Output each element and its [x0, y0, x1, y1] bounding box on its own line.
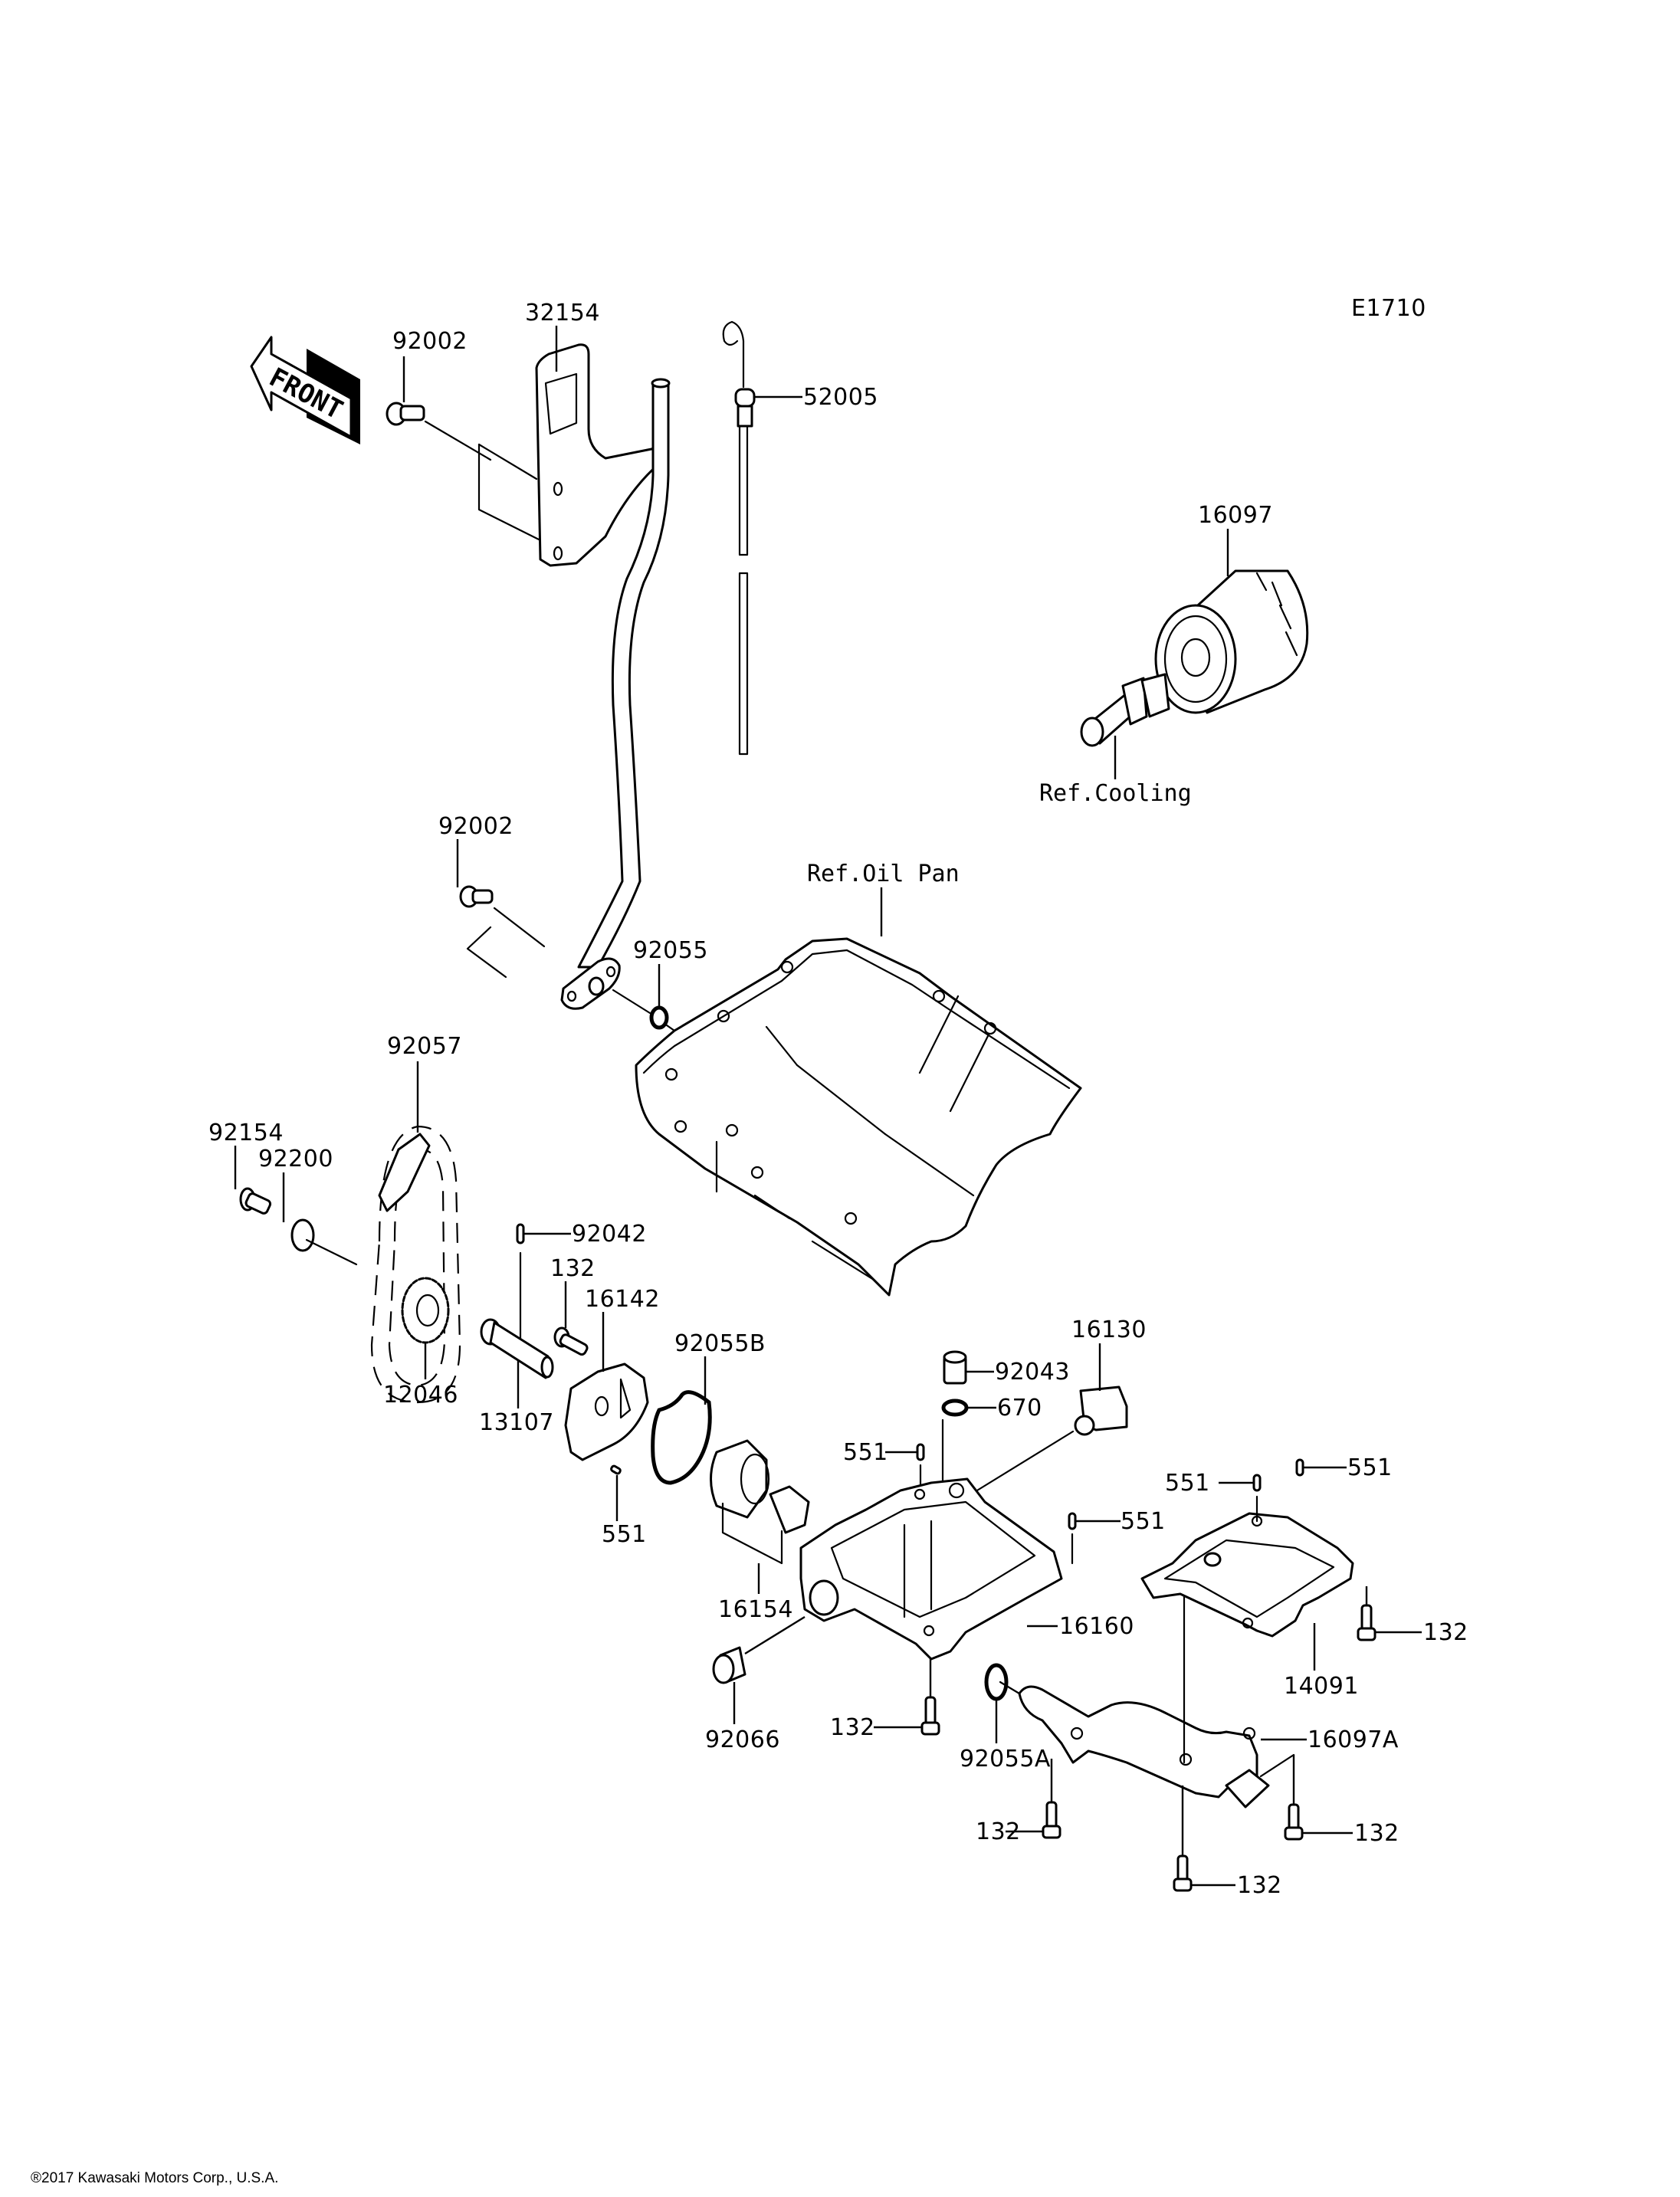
- label-132-pump[interactable]: 132: [550, 1255, 596, 1282]
- dowel-551-cover[interactable]: [610, 1464, 622, 1475]
- bolt-132-strainer-right[interactable]: [1284, 1803, 1304, 1841]
- label-13107[interactable]: 13107: [479, 1409, 554, 1436]
- bolt-92154[interactable]: [239, 1187, 272, 1215]
- label-92002-upper[interactable]: 92002: [392, 328, 468, 355]
- assembly-line: [305, 1238, 358, 1266]
- chain-92057[interactable]: [370, 1125, 461, 1404]
- label-52005[interactable]: 52005: [803, 384, 878, 411]
- bolt-132-body[interactable]: [920, 1696, 940, 1736]
- pipe-flange: [560, 957, 621, 1010]
- assembly-line: [972, 1430, 1075, 1494]
- label-16160[interactable]: 16160: [1059, 1613, 1134, 1640]
- label-551-cover[interactable]: 551: [602, 1521, 647, 1548]
- rotor-16154[interactable]: [710, 1439, 810, 1534]
- figure-code: E1710: [1351, 295, 1426, 322]
- bolt-132-strainer-bottom[interactable]: [1173, 1854, 1193, 1892]
- bracket-ref-line: [477, 443, 538, 480]
- oring-92055B[interactable]: [651, 1390, 712, 1485]
- collar-92043[interactable]: [943, 1350, 967, 1385]
- assembly-line: [466, 926, 507, 979]
- washer-92200[interactable]: [290, 1218, 315, 1252]
- assembly-line: [1259, 1753, 1295, 1778]
- label-92042[interactable]: 92042: [572, 1221, 647, 1248]
- sprocket-12046[interactable]: [401, 1277, 450, 1344]
- assembly-line: [744, 1615, 806, 1655]
- label-92057[interactable]: 92057: [387, 1033, 462, 1060]
- label-551-plate-right[interactable]: 551: [1347, 1454, 1393, 1481]
- copyright-notice: ®2017 Kawasaki Motors Corp., U.S.A.: [31, 2170, 279, 2186]
- pump-shaft-13107[interactable]: [480, 1318, 554, 1379]
- label-132-strainer-left[interactable]: 132: [976, 1818, 1021, 1845]
- assembly-line: [424, 420, 492, 461]
- label-14091[interactable]: 14091: [1284, 1673, 1359, 1700]
- oring-670[interactable]: [941, 1399, 969, 1417]
- bolt-132-plate[interactable]: [1357, 1604, 1376, 1641]
- label-551-plate-left[interactable]: 551: [1165, 1470, 1210, 1497]
- rotor-bracket-line: [721, 1502, 783, 1565]
- label-16142[interactable]: 16142: [585, 1286, 660, 1313]
- strainer-16097A[interactable]: [1018, 1685, 1270, 1808]
- bolt-132-pump[interactable]: [553, 1326, 589, 1356]
- label-132-body[interactable]: 132: [830, 1714, 875, 1741]
- label-16130[interactable]: 16130: [1071, 1317, 1147, 1343]
- assembly-line: [493, 907, 546, 948]
- label-32154[interactable]: 32154: [525, 300, 600, 326]
- oring-92055A[interactable]: [984, 1663, 1009, 1701]
- label-670[interactable]: 670: [997, 1395, 1042, 1421]
- label-ref-cooling[interactable]: Ref.Cooling: [1039, 780, 1192, 807]
- label-12046[interactable]: 12046: [383, 1382, 458, 1408]
- label-16154[interactable]: 16154: [718, 1596, 793, 1623]
- front-arrow-icon: FRONT: [250, 336, 360, 444]
- label-92002-lower[interactable]: 92002: [438, 813, 514, 840]
- assembly-line: [612, 989, 651, 1015]
- plate-14091[interactable]: [1140, 1512, 1354, 1638]
- label-92154[interactable]: 92154: [208, 1120, 284, 1146]
- label-92055A[interactable]: 92055A: [960, 1746, 1051, 1772]
- label-92055B[interactable]: 92055B: [674, 1330, 766, 1357]
- label-92066[interactable]: 92066: [705, 1726, 780, 1753]
- dowel-551-body-right[interactable]: [1068, 1512, 1077, 1530]
- label-132-plate[interactable]: 132: [1423, 1619, 1468, 1646]
- label-551-body-left[interactable]: 551: [843, 1439, 888, 1466]
- bolt-132-strainer-left[interactable]: [1042, 1801, 1061, 1839]
- label-92043[interactable]: 92043: [995, 1359, 1070, 1385]
- bracket-ref-line: [477, 443, 542, 542]
- bolt-92002-upper[interactable]: [386, 402, 425, 426]
- plug-92066[interactable]: [712, 1646, 746, 1684]
- pump-cover-16142[interactable]: [564, 1362, 649, 1461]
- dowel-551-plate-left[interactable]: [1252, 1474, 1262, 1492]
- label-16097[interactable]: 16097: [1198, 502, 1273, 529]
- relief-valve-16130[interactable]: [1074, 1385, 1128, 1436]
- label-16097A[interactable]: 16097A: [1308, 1726, 1399, 1753]
- bracket-32154[interactable]: [535, 343, 667, 567]
- bolt-92002-lower[interactable]: [459, 885, 494, 908]
- oil-pan-reference: [635, 937, 1082, 1297]
- dowel-551-plate-right[interactable]: [1295, 1458, 1304, 1477]
- assembly-line: [999, 1681, 1021, 1695]
- label-92055[interactable]: 92055: [633, 937, 708, 964]
- dowel-551-body-left[interactable]: [916, 1443, 925, 1461]
- dipstick-52005[interactable]: [722, 320, 756, 756]
- cooling-union: [1080, 673, 1170, 747]
- label-132-strainer-right[interactable]: 132: [1354, 1820, 1399, 1847]
- label-551-body-right[interactable]: 551: [1121, 1508, 1166, 1535]
- oring-92055[interactable]: [649, 1005, 669, 1030]
- pin-92042[interactable]: [516, 1223, 525, 1244]
- label-132-strainer-bottom[interactable]: 132: [1237, 1872, 1282, 1899]
- oil-filter-16097[interactable]: [1154, 569, 1309, 714]
- label-92200[interactable]: 92200: [258, 1146, 333, 1172]
- pump-body-16160[interactable]: [799, 1477, 1063, 1661]
- label-ref-oil-pan[interactable]: Ref.Oil Pan: [807, 861, 960, 887]
